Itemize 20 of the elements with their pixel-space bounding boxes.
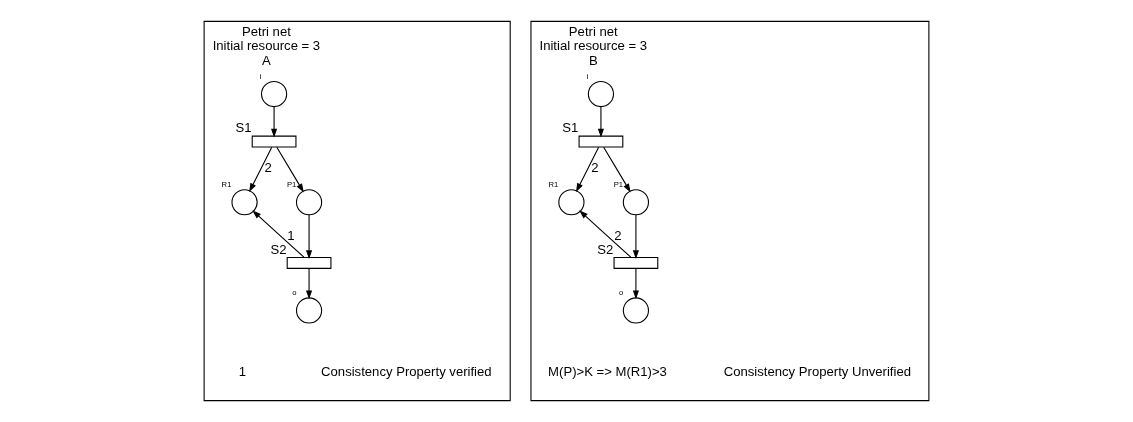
node-label: i — [259, 71, 262, 81]
node-label: o — [619, 288, 624, 298]
node-label: S1 — [562, 120, 579, 136]
label: 1 — [238, 363, 247, 379]
node-label: P1 — [613, 180, 624, 190]
node-label: S1 — [235, 120, 252, 136]
node-label: i — [586, 71, 589, 81]
edge-label: 2 — [264, 159, 272, 175]
node-label: o — [292, 288, 297, 298]
edge-label: 2 — [591, 159, 599, 175]
edge-label: 2 — [614, 227, 622, 243]
label: Consistency Property Unverified — [723, 363, 912, 379]
node-label: P1 — [286, 180, 297, 190]
label: M(P)>K => M(R1)>3 — [548, 363, 667, 379]
node-label: S2 — [597, 241, 614, 257]
node-label: S2 — [270, 241, 287, 257]
label: Consistency Property verified — [321, 363, 492, 379]
edge-label: 1 — [287, 227, 295, 243]
node-label: R1 — [548, 180, 559, 190]
node-label: R1 — [221, 180, 232, 190]
